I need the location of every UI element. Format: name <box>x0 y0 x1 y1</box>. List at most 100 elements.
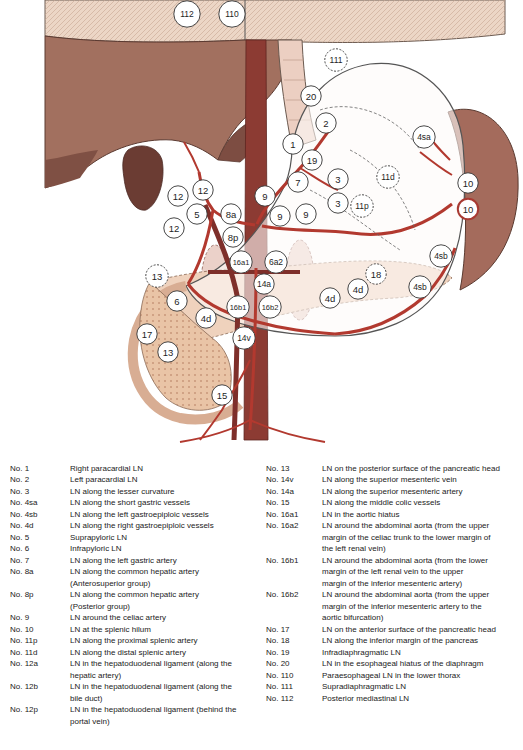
node-circle <box>193 180 213 200</box>
node-circle <box>325 49 347 71</box>
station-code: No. 112 <box>266 693 320 705</box>
artery <box>188 126 455 430</box>
station-code: No. 14v <box>266 474 320 486</box>
node-circle <box>233 327 255 349</box>
station-code: No. 18 <box>266 635 320 647</box>
node-circle <box>301 86 321 106</box>
station-description: LN around the celiac artery <box>70 612 248 624</box>
station-code: No. 14a <box>266 486 320 498</box>
diaphragm-muscle <box>45 0 505 42</box>
station-number: 14a <box>253 273 275 295</box>
station-code: No. 19 <box>266 647 320 659</box>
station-description: LN around the abdominal aorta (from the … <box>322 589 492 624</box>
lymph-node-station: 9 <box>295 203 317 225</box>
lymph-node-station: 5 <box>186 203 208 225</box>
node-circle <box>146 265 168 287</box>
station-code: No. 13 <box>266 463 320 475</box>
station-code: No. 9 <box>10 612 68 624</box>
lymph-node-station: 3 <box>327 168 349 190</box>
lymph-node-station: 14a <box>253 273 275 295</box>
node-circle <box>366 264 386 284</box>
lymph-node-station: 2 <box>315 112 337 134</box>
station-number: 110 <box>218 0 246 28</box>
node-circle <box>328 169 348 189</box>
node-circle <box>137 324 157 344</box>
station-description: Posterior mediastinal LN <box>322 693 520 705</box>
node-circle <box>212 385 232 405</box>
stomach <box>186 63 465 336</box>
station-code: No. 16a2 <box>266 520 320 532</box>
lymph-node-station: 16b2 <box>258 295 282 319</box>
lymph-node-station: 13 <box>157 341 179 363</box>
station-number: 8a <box>220 203 242 225</box>
station-number: 16b2 <box>258 295 282 319</box>
station-number: 11d <box>376 165 400 189</box>
station-number: 4d <box>347 278 369 300</box>
station-number: 7 <box>287 171 309 193</box>
station-number: 4sb <box>408 275 432 299</box>
station-code: No. 20 <box>266 658 320 670</box>
node-circle <box>377 166 399 188</box>
station-number: 4sb <box>429 244 453 268</box>
station-code: No. 12b <box>10 681 68 693</box>
node-circle <box>174 1 200 27</box>
station-number: 1 <box>282 133 304 155</box>
lymph-node-station: 19 <box>301 149 323 171</box>
lymph-node-station: 3 <box>327 192 349 214</box>
node-circle <box>283 134 303 154</box>
station-description: LN along the middle colic vessels <box>322 497 520 509</box>
station-number: 10 <box>457 198 479 220</box>
station-number: 8p <box>222 226 244 248</box>
lymph-node-station: 10 <box>457 172 479 194</box>
station-number: 18 <box>365 263 387 285</box>
lymph-node-station: 110 <box>218 0 246 28</box>
node-circle <box>458 173 478 193</box>
station-code: No. 16a1 <box>266 509 320 521</box>
lymph-node-station: 14v <box>232 326 256 350</box>
node-circle <box>296 204 316 224</box>
station-number: 19 <box>301 149 323 171</box>
station-description: Infrapyloric LN <box>70 543 248 555</box>
station-number: 12 <box>192 179 214 201</box>
lymph-node-station: 4sb <box>408 275 432 299</box>
lymph-node-station: 18 <box>365 263 387 285</box>
station-code: No. 16b2 <box>266 589 320 601</box>
station-code: No. 15 <box>266 497 320 509</box>
station-code: No. 11d <box>10 647 68 659</box>
lymph-node-station: 4d <box>347 278 369 300</box>
lymph-node-station: 8p <box>222 226 244 248</box>
station-number: 111 <box>324 48 348 72</box>
station-number: 4d <box>195 307 217 329</box>
station-description: LN along the common hepatic artery (Post… <box>70 589 230 612</box>
station-code: No. 4sa <box>10 497 68 509</box>
station-description: Suprapyloric LN <box>70 532 248 544</box>
station-number: 6 <box>166 290 188 312</box>
station-description: Paraesophageal LN in the lower thorax <box>322 670 520 682</box>
station-number: 10 <box>457 172 479 194</box>
station-code: No. 4sb <box>10 509 68 521</box>
station-number: 9 <box>295 203 317 225</box>
station-code: No. 5 <box>10 532 68 544</box>
station-number: 12 <box>167 185 189 207</box>
station-code: No. 110 <box>266 670 320 682</box>
hidden-outline <box>310 107 420 250</box>
lymph-node-station: 16a1 <box>229 250 253 274</box>
station-number: 15 <box>211 384 233 406</box>
station-description: LN along the short gastric vessels <box>70 497 248 509</box>
station-number: 2 <box>315 112 337 134</box>
artery-branch <box>180 130 452 442</box>
station-number: 16a1 <box>229 250 253 274</box>
diaphragm <box>45 0 505 42</box>
node-circle <box>255 186 275 206</box>
lymph-node-station: 111 <box>324 48 348 72</box>
node-circle <box>348 279 368 299</box>
node-circle <box>221 204 241 224</box>
node-circle <box>351 195 373 217</box>
station-number: 13 <box>145 264 169 288</box>
station-description: LN along the distal splenic artery <box>70 647 248 659</box>
station-code: No. 16b1 <box>266 555 320 567</box>
node-circle <box>265 251 287 273</box>
lymph-node-station: 8a <box>220 203 242 225</box>
station-number: 4d <box>319 287 341 309</box>
